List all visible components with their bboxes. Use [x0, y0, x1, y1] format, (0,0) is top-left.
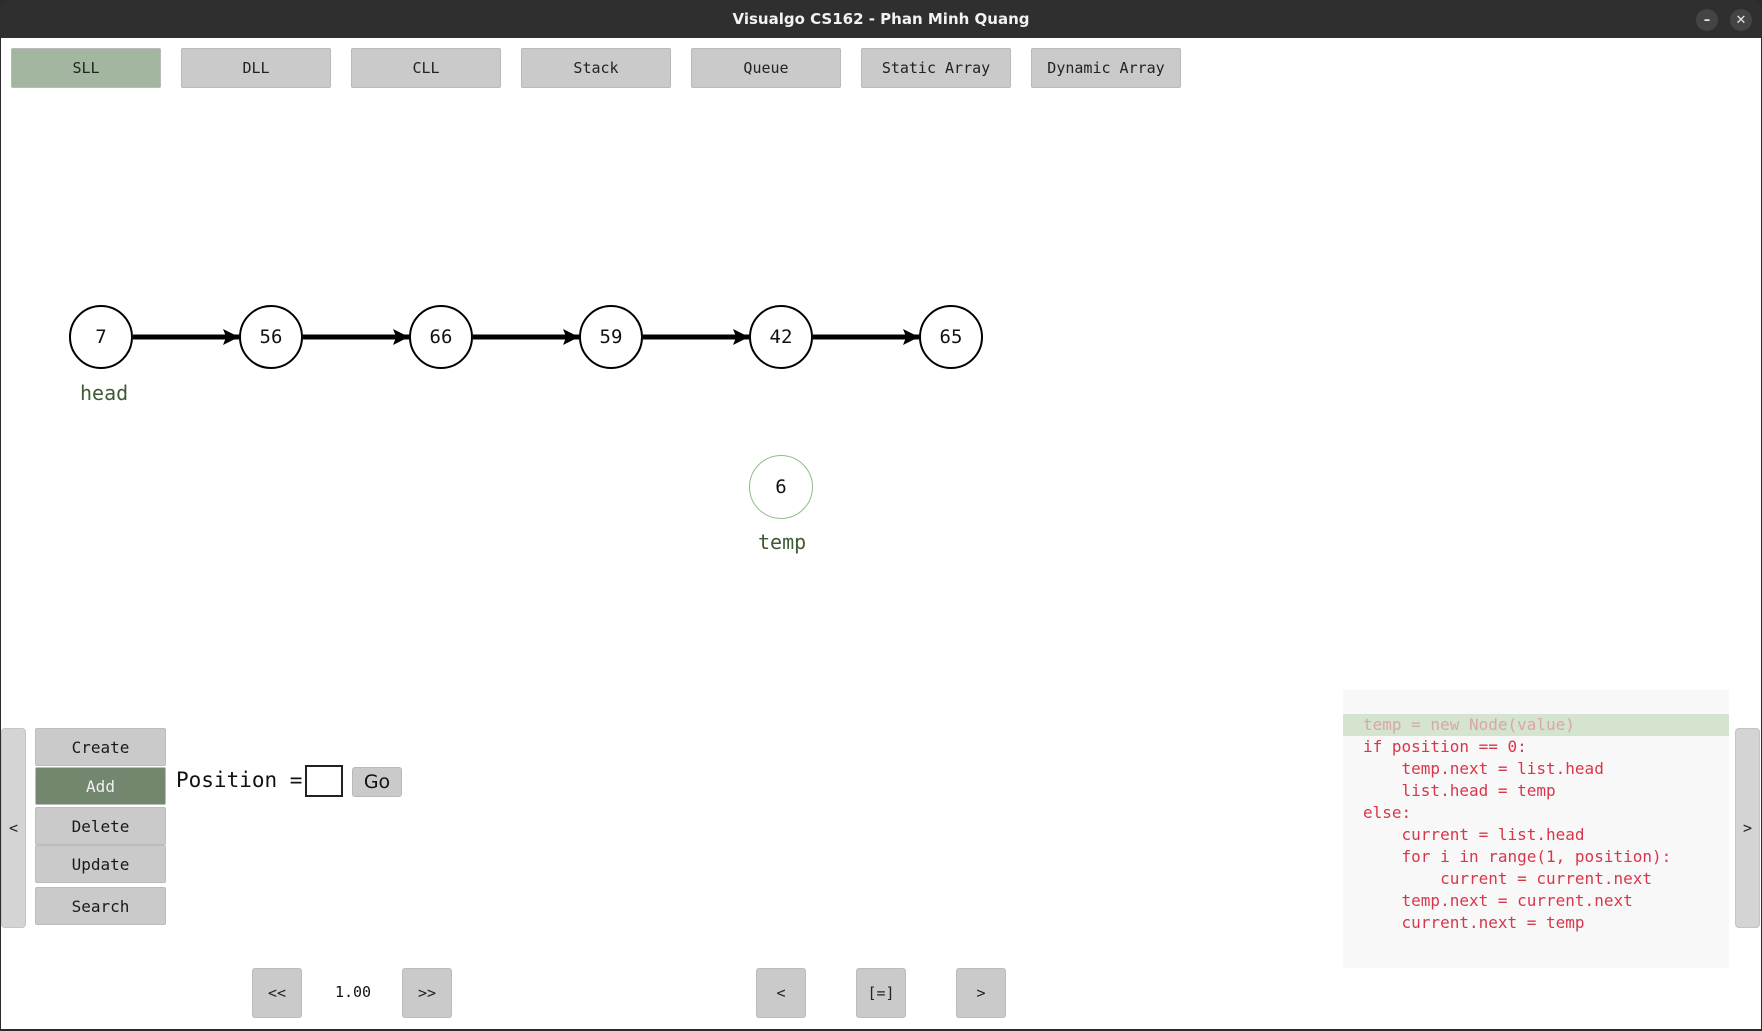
code-line: else:	[1363, 803, 1412, 822]
tab-sll[interactable]: SLL	[11, 48, 161, 88]
pause-button[interactable]: [=]	[856, 968, 906, 1018]
list-node: 59	[579, 305, 643, 369]
faster-button[interactable]: >>	[402, 968, 452, 1018]
code-line: list.head = temp	[1363, 781, 1556, 800]
app-canvas: SLL DLL CLL Stack Queue Static Array Dyn…	[1, 38, 1761, 1029]
code-panel: temp = new Node(value) if position == 0:…	[1343, 690, 1729, 968]
code-line: temp.next = list.head	[1363, 759, 1604, 778]
search-button[interactable]: Search	[35, 887, 166, 925]
code-line: current.next = temp	[1363, 913, 1585, 932]
list-node: 66	[409, 305, 473, 369]
prev-step-button[interactable]: <	[756, 968, 806, 1018]
add-button[interactable]: Add	[35, 767, 166, 805]
temp-label: temp	[758, 530, 807, 554]
sidebar-collapse-button[interactable]: <	[1, 728, 26, 928]
tab-cll[interactable]: CLL	[351, 48, 501, 88]
tab-dll[interactable]: DLL	[181, 48, 331, 88]
tab-stack[interactable]: Stack	[521, 48, 671, 88]
code-line: current = list.head	[1363, 825, 1585, 844]
code-line: for i in range(1, position):	[1363, 847, 1672, 866]
list-arrows	[133, 328, 919, 346]
code-line: temp = new Node(value)	[1343, 714, 1729, 736]
head-label: head	[80, 381, 129, 405]
temp-node: 6	[749, 455, 813, 519]
code-line: if position == 0:	[1363, 737, 1527, 756]
code-line: temp.next = current.next	[1363, 891, 1633, 910]
slower-button[interactable]: <<	[252, 968, 302, 1018]
position-label: Position =	[176, 768, 303, 792]
code-panel-toggle-button[interactable]: >	[1735, 728, 1760, 928]
update-button[interactable]: Update	[35, 845, 166, 883]
tab-static-array[interactable]: Static Array	[861, 48, 1011, 88]
list-node: 65	[919, 305, 983, 369]
next-step-button[interactable]: >	[956, 968, 1006, 1018]
delete-button[interactable]: Delete	[35, 807, 166, 845]
window-titlebar: Visualgo CS162 - Phan Minh Quang – ✕	[0, 0, 1762, 38]
code-line: current = current.next	[1363, 869, 1652, 888]
close-icon[interactable]: ✕	[1730, 9, 1752, 31]
window-title: Visualgo CS162 - Phan Minh Quang	[732, 10, 1030, 28]
create-button[interactable]: Create	[35, 728, 166, 766]
go-button[interactable]: Go	[352, 767, 402, 797]
minimize-icon[interactable]: –	[1696, 9, 1718, 31]
list-node: 42	[749, 305, 813, 369]
list-node: 7	[69, 305, 133, 369]
tab-dynamic-array[interactable]: Dynamic Array	[1031, 48, 1181, 88]
speed-value: 1.00	[334, 983, 372, 1001]
position-input[interactable]	[305, 765, 343, 797]
tab-queue[interactable]: Queue	[691, 48, 841, 88]
list-node: 56	[239, 305, 303, 369]
